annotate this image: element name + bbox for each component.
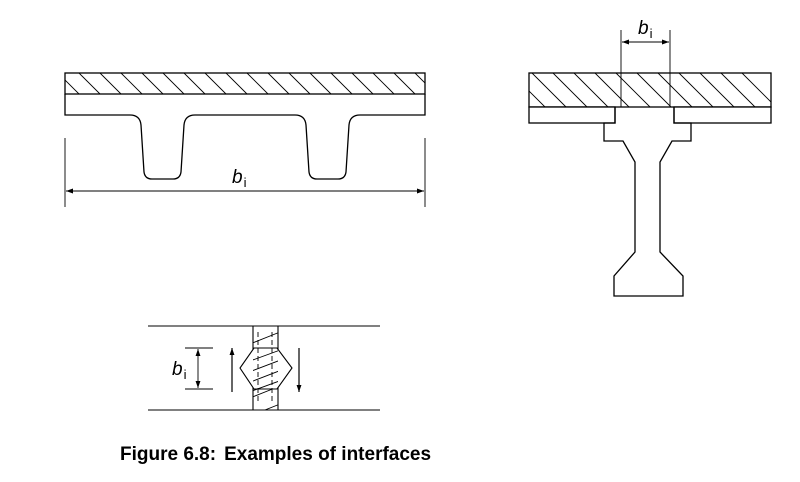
shear-key xyxy=(239,347,293,390)
slab-hatching xyxy=(65,73,425,94)
slab-hatching xyxy=(529,73,771,107)
i-beam-section: bi xyxy=(528,18,772,297)
figure-caption: Figure 6.8: Examples of interfaces xyxy=(120,444,439,466)
keyed-joint-section: bi xyxy=(148,325,380,411)
key-hatching xyxy=(253,350,278,392)
figure-title: Examples of interfaces xyxy=(224,444,432,465)
double-tee-beam xyxy=(64,94,426,180)
precast-plank-left xyxy=(528,106,616,124)
top-slab xyxy=(64,72,426,95)
width-label: bi xyxy=(638,18,653,41)
width-label: bi xyxy=(172,359,187,382)
interface-diagrams: bi bi xyxy=(64,18,772,411)
cast-slab xyxy=(528,72,772,108)
precast-plank-right xyxy=(673,106,772,124)
i-beam xyxy=(603,107,692,297)
figure-number: Figure 6.8: xyxy=(120,444,217,465)
double-tee-section: bi xyxy=(64,72,426,207)
width-label: bi xyxy=(232,167,247,190)
